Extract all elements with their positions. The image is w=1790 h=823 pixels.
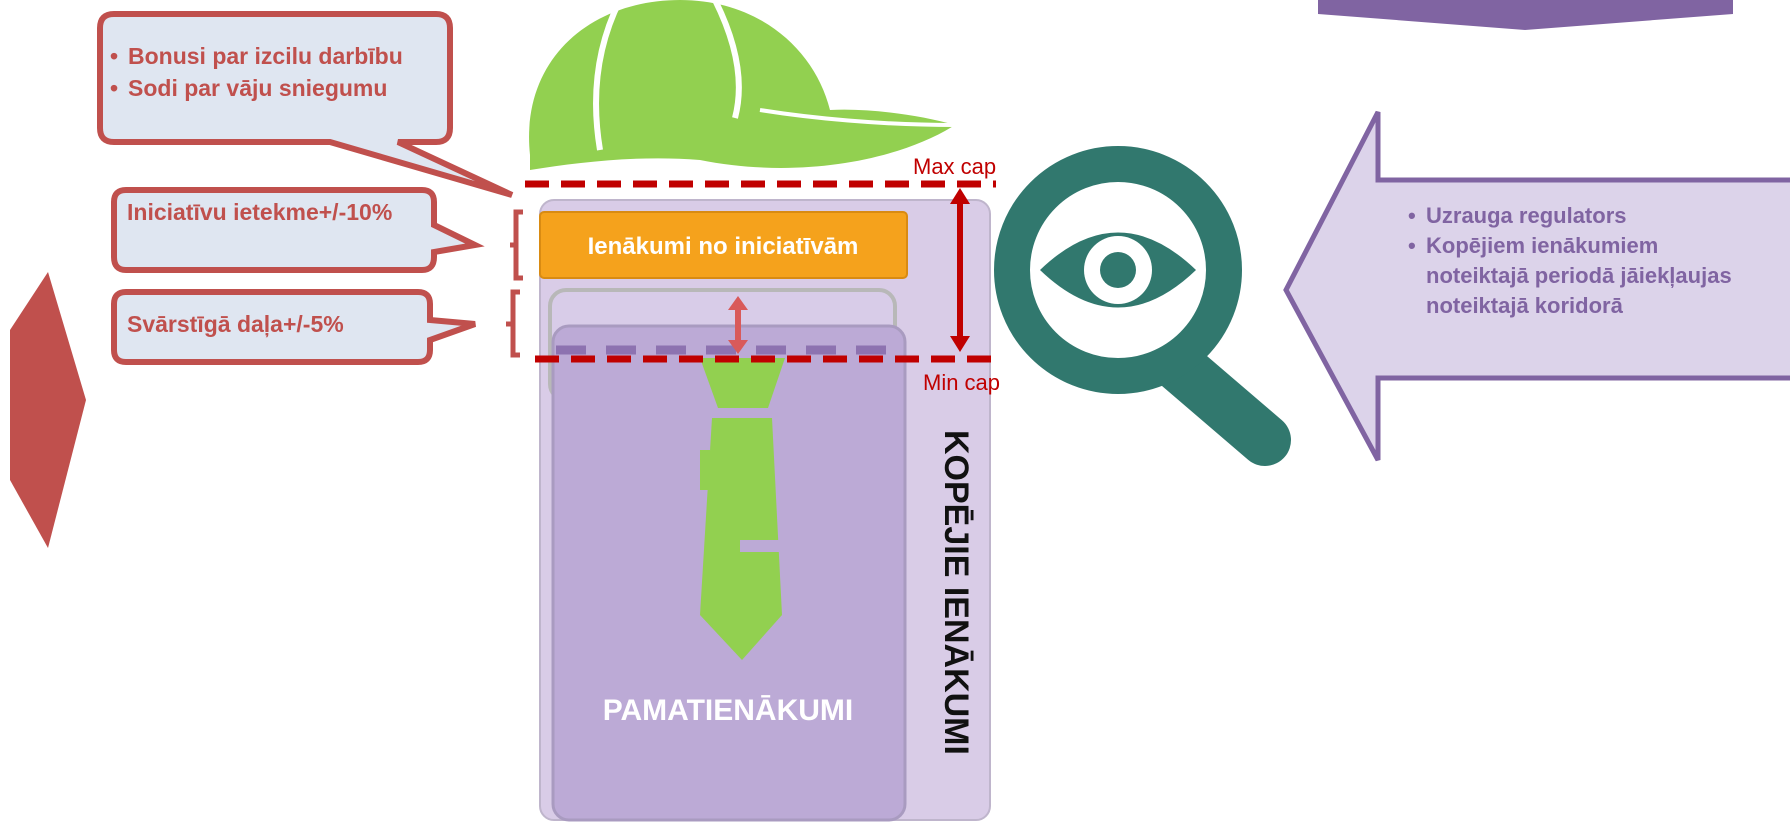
left-red-arrow: [10, 272, 86, 548]
initiatives-callout-text: Iniciatīvu ietekme+/-10%: [127, 199, 393, 225]
bonus-callout-text: Bonusi par izcilu darbību Sodi par vāju …: [110, 40, 450, 104]
min-cap-label: Min cap: [923, 370, 1000, 395]
magnifier-icon: [994, 146, 1291, 466]
regulator-text: Uzrauga regulators Kopējiem ienākumiem n…: [1408, 201, 1738, 321]
bullet-corridor: Kopējiem ienākumiem noteiktajā periodā j…: [1408, 231, 1738, 321]
variable-arrow: [728, 296, 748, 354]
initiatives-callout-shape: [111, 187, 485, 273]
variable-callout-shape: [111, 289, 477, 365]
max-cap-label: Max cap: [913, 154, 996, 179]
corridor-arrow: [950, 188, 970, 352]
initiative-income-label: Ienākumi no iniciatīvām: [588, 233, 859, 260]
bullet-bonus: Bonusi par izcilu darbību: [110, 40, 450, 72]
eye-icon: [1040, 232, 1196, 308]
initiative-bracket: [510, 209, 523, 281]
tie-icon: [700, 358, 786, 660]
base-income-label: PAMATIENĀKUMI: [603, 694, 854, 727]
initiative-income-bar: [539, 211, 908, 279]
top-purple-arrow: [1318, 0, 1733, 30]
variable-bracket: [506, 289, 520, 358]
bullet-penalty: Sodi par vāju sniegumu: [110, 72, 450, 104]
total-income-label: KOPĒJIE IENĀKUMI: [937, 430, 975, 755]
cap-icon: [529, 0, 956, 170]
bullet-regulator: Uzrauga regulators: [1408, 201, 1738, 231]
variable-callout-text: Svārstīgā daļa+/-5%: [127, 311, 344, 337]
